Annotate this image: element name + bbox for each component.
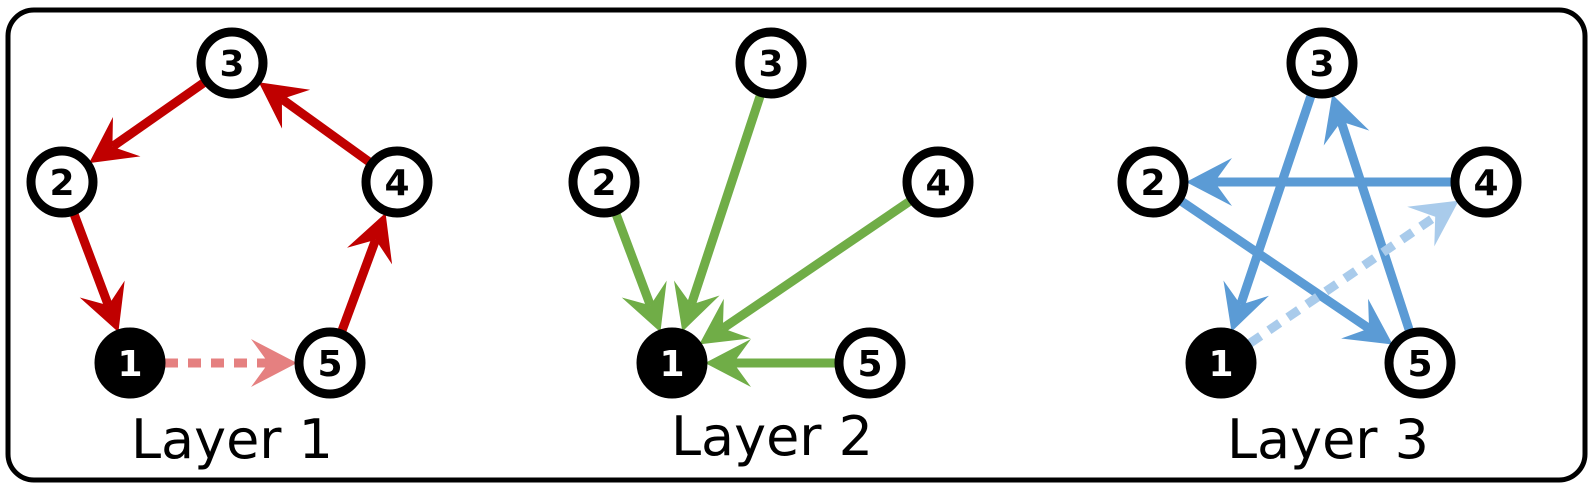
layer3-edge-4-to-2	[1186, 158, 1451, 206]
layer3-edge-line-5-3	[1336, 120, 1414, 332]
layer3-node-4-circle	[1450, 146, 1522, 218]
layer1-node-5-circle	[294, 327, 366, 399]
layer3-edge-line-3-1	[1236, 94, 1316, 307]
layer3-node-1-label: 1	[1208, 344, 1233, 385]
layer2-node-1: 1	[636, 327, 708, 399]
layer3-node-5: 5	[1384, 327, 1456, 399]
layer3-node-2-circle	[1117, 146, 1189, 218]
layer3-arrowhead-3-1	[1223, 280, 1269, 332]
layer2-node-5-circle	[834, 327, 906, 399]
layer1-edge-4-to-3	[258, 82, 372, 166]
layer3-node-2: 2	[1117, 146, 1189, 218]
layer2-edge-5-to-1	[705, 339, 835, 387]
layer3-arrowhead-2-5	[1341, 298, 1393, 345]
layer3-edge-2-to-5	[1179, 197, 1393, 345]
layer3-node-5-label: 5	[1407, 344, 1432, 385]
layer2-node-5: 5	[834, 327, 906, 399]
layer3-arrowhead-1-4	[1407, 200, 1459, 247]
layer1-arrowhead-3-2	[89, 117, 141, 164]
layer3-node-3-label: 3	[1309, 44, 1334, 85]
layer3-edge-1-to-4	[1247, 200, 1459, 347]
layer1-arrowhead-1-5	[251, 339, 297, 387]
layer1-edge-1-to-5	[165, 339, 297, 387]
layer3-edge-line-2-5	[1179, 197, 1372, 333]
layer1-arrowhead-4-3	[258, 82, 311, 129]
layer2-node-4-circle	[902, 146, 974, 218]
layer2-node-2-label: 2	[591, 163, 616, 204]
layer1-node-4: 4	[361, 146, 433, 218]
layer1-node-2-label: 2	[49, 163, 74, 204]
layer1-arrowhead-5-4	[347, 212, 393, 265]
layer1-edge-line-5-4	[337, 238, 380, 332]
layer2-arrowhead-5-1	[705, 339, 751, 387]
layer2-node-1-label: 1	[659, 344, 684, 385]
layer2-arrowhead-2-1	[621, 280, 667, 333]
layer3-node-2-label: 2	[1140, 163, 1165, 204]
layer1-edge-line-2-1	[70, 213, 113, 307]
layer2-edge-2-to-1	[612, 213, 667, 333]
layer1-node-1-label: 1	[117, 344, 142, 385]
layer3-node-3-circle	[1286, 27, 1358, 99]
layer2-edge-line-3-1	[687, 94, 765, 306]
layer1-node-1-circle	[94, 327, 166, 399]
layer3-title: Layer 3	[1227, 408, 1429, 471]
layer1-node-2-circle	[26, 146, 98, 218]
layer2-node-3: 3	[735, 27, 807, 99]
layer1-node-3-circle	[196, 27, 268, 99]
layer2-arrowhead-3-1	[673, 280, 720, 332]
layer2-node-1-circle	[636, 327, 708, 399]
labels-group: Layer 1 Layer 2 Layer 3	[131, 405, 1429, 471]
layer3-arrowhead-4-2	[1186, 158, 1232, 206]
layer1-node-5: 5	[294, 327, 366, 399]
layer3-node-1: 1	[1185, 327, 1257, 399]
layer1-edge-5-to-4	[337, 212, 393, 332]
layer1-arrowhead-2-1	[79, 280, 125, 333]
layer2-edge-3-to-1	[673, 94, 765, 332]
layer3-edge-line-1-4	[1247, 212, 1438, 347]
layer1-node-5-label: 5	[317, 344, 342, 385]
layer3-node-3: 3	[1286, 27, 1358, 99]
layer1-node-3: 3	[196, 27, 268, 99]
layer1-edge-line-3-2	[109, 79, 206, 151]
nodes-group: 1 2 3 4 5 1 2 3 4 5 1 2 3 4 5	[26, 27, 1522, 399]
layer1-node-2: 2	[26, 146, 98, 218]
layer2-edge-line-4-1	[720, 197, 912, 333]
layer3-arrowhead-5-3	[1323, 94, 1370, 146]
layer1-edge-2-to-1	[70, 213, 125, 333]
layer2-node-3-label: 3	[758, 44, 783, 85]
layer1-node-3-label: 3	[219, 44, 244, 85]
layer2-node-5-label: 5	[857, 344, 882, 385]
layer1-node-4-label: 4	[384, 163, 409, 204]
layer1-edge-line-4-3	[279, 95, 372, 166]
layer2-node-4-label: 4	[925, 163, 950, 204]
layer2-node-4: 4	[902, 146, 974, 218]
layer2-edge-line-2-1	[612, 213, 655, 307]
layer2-title: Layer 2	[671, 405, 873, 468]
layer2-edge-4-to-1	[699, 197, 912, 345]
layer3-node-5-circle	[1384, 327, 1456, 399]
layer3-node-1-circle	[1185, 327, 1257, 399]
layer1-title: Layer 1	[131, 408, 333, 471]
layer3-node-4: 4	[1450, 146, 1522, 218]
edges-group	[70, 79, 1459, 387]
layer1-edge-3-to-2	[89, 79, 206, 164]
layer3-edge-3-to-1	[1223, 94, 1316, 332]
layer3-edge-5-to-3	[1323, 94, 1414, 332]
layer3-node-4-label: 4	[1473, 163, 1498, 204]
layer2-node-3-circle	[735, 27, 807, 99]
layer1-node-1: 1	[94, 327, 166, 399]
layer2-arrowhead-4-1	[699, 298, 751, 345]
layer2-node-2: 2	[568, 146, 640, 218]
layer2-node-2-circle	[568, 146, 640, 218]
layer1-node-4-circle	[361, 146, 433, 218]
